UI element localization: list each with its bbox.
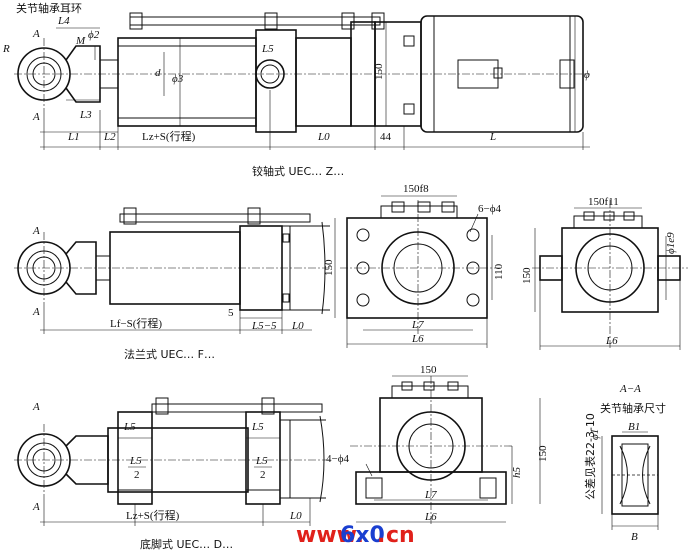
dim-L0: L0: [289, 510, 302, 522]
dim-L0: L0: [291, 320, 304, 332]
watermark-cn: cn: [386, 523, 415, 548]
holes-4-phi4: 4−ϕ4: [326, 453, 349, 465]
flange-end-view: 150f8 6−ϕ4 150 110 L7 L6: [323, 183, 505, 348]
watermark: www. 6x0 . cn: [296, 523, 415, 548]
caption-hinge: 铰轴式 UEC… Z…: [252, 164, 344, 178]
watermark-dot: .: [377, 523, 385, 548]
holes-6-phi4: 6−ϕ4: [478, 203, 501, 215]
dim-150-width: 150: [420, 364, 437, 376]
hinge-side-view: 关节轴承耳环 R A A L4 M ϕ2 d ϕ3 L3 L5 150 ϕ L1…: [2, 1, 590, 150]
dim-L7: L7: [424, 489, 437, 501]
dim-Lz-S: Lz+S(行程): [126, 509, 180, 522]
dim-B1: B1: [628, 421, 640, 433]
dim-5: 5: [228, 307, 234, 319]
dim-L5-right: L5: [251, 421, 264, 433]
dim-L5-half-num-right: L5: [255, 455, 268, 467]
dim-L0: L0: [317, 131, 330, 143]
dim-Lf-S: Lf−S(行程): [110, 317, 162, 330]
section-mark-top: A: [32, 28, 40, 40]
dim-150-height: 150: [537, 445, 549, 462]
dim-phi1e9: ϕ1e9: [665, 232, 677, 254]
dim-L2: L2: [103, 131, 116, 143]
section-title: A−A: [619, 383, 641, 395]
flange-side-view: A A Lf−S(行程) 5 L5−5 L0: [14, 207, 330, 334]
caption-flange: 法兰式 UEC… F…: [124, 347, 215, 361]
dim-Lz-S: Lz+S(行程): [142, 130, 196, 143]
ear-ring-label: 关节轴承耳环: [16, 1, 82, 15]
dim-phi1: ϕ1: [589, 429, 601, 440]
foot-end-view: 150 4−ϕ4 150 h5 L7 L6: [326, 364, 549, 526]
dim-L5-half-num-left: L5: [129, 455, 142, 467]
dim-150-height: 150: [521, 267, 533, 284]
dim-L5-5: L5−5: [251, 320, 277, 332]
dim-L5-half-den-right: 2: [260, 469, 266, 481]
section-subtitle: 关节轴承尺寸: [600, 401, 666, 415]
caption-foot: 底脚式 UEC… D…: [140, 537, 233, 551]
dim-150-height: 150: [373, 63, 385, 80]
watermark-www: www.: [296, 523, 364, 548]
dim-h5: h5: [511, 467, 523, 479]
section-aa: A−A 关节轴承尺寸 ϕ1 公差见表22-3-10 B1 B: [583, 383, 666, 543]
dim-110: 110: [493, 263, 505, 280]
foot-side-view: A A L5 L5 L5 2 L5 2 Lz+S(行程) L0: [14, 397, 330, 526]
dim-150f11: 150f11: [588, 196, 619, 208]
dim-L6: L6: [605, 335, 618, 347]
dim-L5-half-den-left: 2: [134, 469, 140, 481]
dim-44: 44: [380, 131, 392, 143]
dim-L5: L5: [261, 43, 274, 55]
dim-L3: L3: [79, 109, 92, 121]
dim-L5-left: L5: [123, 421, 136, 433]
rod-diameter-d: d: [155, 67, 161, 79]
hinge-end-view: 150f11 ϕ1e9 150 L6: [521, 196, 688, 350]
motor-phi: ϕ: [584, 69, 590, 81]
watermark-6x0: 6x0: [340, 523, 385, 548]
dim-phi3: ϕ3: [172, 73, 184, 85]
dim-B: B: [631, 531, 638, 543]
dim-phi2: ϕ2: [88, 29, 100, 41]
dim-L1: L1: [67, 131, 80, 143]
thread-M: M: [75, 35, 86, 47]
dim-L7: L7: [411, 319, 424, 331]
dim-L6: L6: [411, 333, 424, 345]
dim-L6: L6: [424, 511, 437, 523]
section-mark-bottom: A: [32, 501, 40, 513]
section-mark-bottom: A: [32, 306, 40, 318]
dim-150f8: 150f8: [403, 183, 429, 195]
dim-L4: L4: [57, 15, 70, 27]
dim-L: L: [489, 131, 496, 143]
section-mark-top: A: [32, 401, 40, 413]
tolerance-note: 公差见表22-3-10: [583, 413, 597, 500]
dim-150-height: 150: [323, 259, 335, 276]
section-mark-bottom: A: [32, 111, 40, 123]
radius-label: R: [2, 43, 10, 55]
section-mark-top: A: [32, 225, 40, 237]
